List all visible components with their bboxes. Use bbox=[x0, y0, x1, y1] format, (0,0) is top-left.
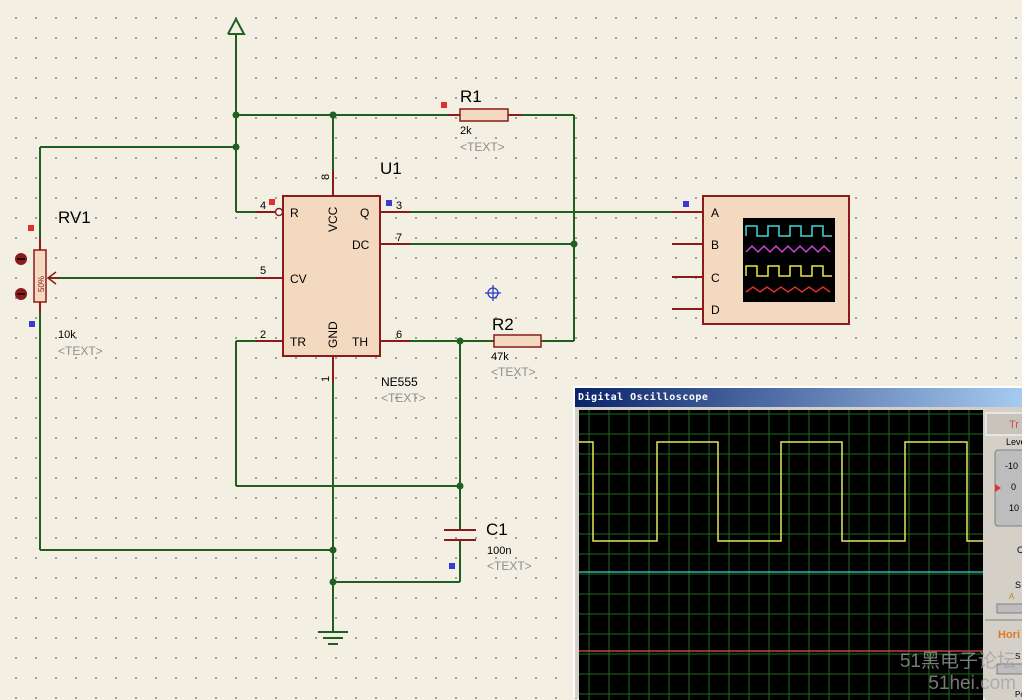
u1-ne555-chip[interactable]: R Q DC CV TR TH VCC GND 4 3 7 5 2 6 8 1 bbox=[256, 170, 410, 382]
watermark-title: 51黑电子论坛 bbox=[899, 651, 1016, 672]
pin-name-r: R bbox=[290, 206, 299, 220]
rv1-potentiometer[interactable]: 50% bbox=[33, 238, 60, 312]
pin-name-dc: DC bbox=[352, 238, 370, 252]
channel-c-label: C bbox=[711, 271, 720, 285]
r2-reference: R2 bbox=[492, 315, 514, 334]
c1-text-placeholder: <TEXT> bbox=[487, 559, 532, 573]
power-terminal-icon[interactable] bbox=[227, 16, 246, 35]
pin-number-3: 3 bbox=[396, 200, 402, 212]
rv1-decrease-button[interactable] bbox=[15, 288, 27, 300]
horizontal-slider[interactable] bbox=[996, 663, 1022, 675]
pin-number-6: 6 bbox=[396, 329, 402, 341]
c1-value: 100n bbox=[487, 545, 511, 557]
logic-state-markers bbox=[28, 102, 689, 569]
level-pointer-icon bbox=[995, 484, 1001, 492]
channel-b-label: B bbox=[711, 238, 719, 252]
crosshair-cursor-icon bbox=[485, 285, 501, 301]
channel-a-trace bbox=[579, 441, 983, 542]
rv1-value: 10k bbox=[58, 329, 76, 341]
pin-name-q: Q bbox=[360, 206, 369, 220]
oscilloscope-window[interactable]: Digital Oscilloscope Tr Leve -10 0 10 C … bbox=[573, 386, 1022, 700]
r2-value: 47k bbox=[491, 351, 509, 363]
coupling-label: C bbox=[1017, 545, 1022, 555]
u1-reference: U1 bbox=[380, 159, 402, 178]
oscilloscope-title-bar[interactable]: Digital Oscilloscope bbox=[575, 388, 1022, 407]
pin-name-tr: TR bbox=[290, 335, 306, 349]
pin-number-2: 2 bbox=[260, 329, 266, 341]
dial-scale-bottom: 10 bbox=[1009, 503, 1019, 513]
pin-name-gnd: GND bbox=[326, 321, 340, 348]
oscilloscope-screen[interactable] bbox=[579, 410, 983, 700]
r1-text-placeholder: <TEXT> bbox=[460, 140, 505, 154]
rv1-reference: RV1 bbox=[58, 208, 91, 227]
wires bbox=[39, 34, 672, 632]
rv1-increase-button[interactable] bbox=[15, 253, 27, 265]
trigger-tab[interactable]: Tr bbox=[1009, 419, 1019, 431]
r1-value: 2k bbox=[460, 125, 472, 137]
source-channel-label: A bbox=[1009, 592, 1015, 601]
source-slider[interactable] bbox=[996, 603, 1022, 614]
dial-scale-mid: 0 bbox=[1011, 482, 1016, 492]
r2-text-placeholder: <TEXT> bbox=[491, 365, 536, 379]
watermark-url: 51hei.com bbox=[928, 673, 1016, 694]
r1-resistor[interactable] bbox=[448, 108, 522, 122]
pin-number-5: 5 bbox=[260, 265, 266, 277]
source-label: S bbox=[1015, 580, 1021, 590]
junctions bbox=[232, 111, 578, 586]
dial-scale-top: -10 bbox=[1005, 461, 1018, 471]
trigger-level-label: Leve bbox=[1006, 437, 1022, 447]
r1-reference: R1 bbox=[460, 87, 482, 106]
ground-icon[interactable] bbox=[318, 631, 348, 645]
pin-number-4: 4 bbox=[260, 200, 266, 212]
horizontal-position-label: Po bbox=[1015, 690, 1022, 699]
pin-number-7: 7 bbox=[396, 232, 402, 244]
pin-name-th: TH bbox=[352, 335, 368, 349]
horizontal-section-label: Hori bbox=[998, 629, 1020, 641]
horizontal-scale-label: S bbox=[1015, 652, 1020, 661]
oscilloscope-control-panel[interactable]: Tr Leve -10 0 10 C S A Hori S Po bbox=[985, 410, 1022, 700]
c1-reference: C1 bbox=[486, 520, 508, 539]
pin-number-1: 1 bbox=[320, 376, 332, 382]
r2-resistor[interactable] bbox=[493, 334, 542, 348]
u1-type: NE555 bbox=[381, 375, 418, 389]
pin-name-cv: CV bbox=[290, 272, 307, 286]
u1-text-placeholder: <TEXT> bbox=[381, 391, 426, 405]
oscilloscope-instrument[interactable]: A B C D bbox=[672, 195, 850, 325]
c1-capacitor[interactable] bbox=[444, 529, 476, 541]
rv1-wiper-position: 50% bbox=[37, 276, 46, 292]
rv1-text-placeholder: <TEXT> bbox=[58, 344, 103, 358]
channel-d-label: D bbox=[711, 303, 720, 317]
pin-name-vcc: VCC bbox=[326, 206, 340, 232]
channel-a-label: A bbox=[711, 206, 719, 220]
pin-number-8: 8 bbox=[320, 174, 332, 180]
